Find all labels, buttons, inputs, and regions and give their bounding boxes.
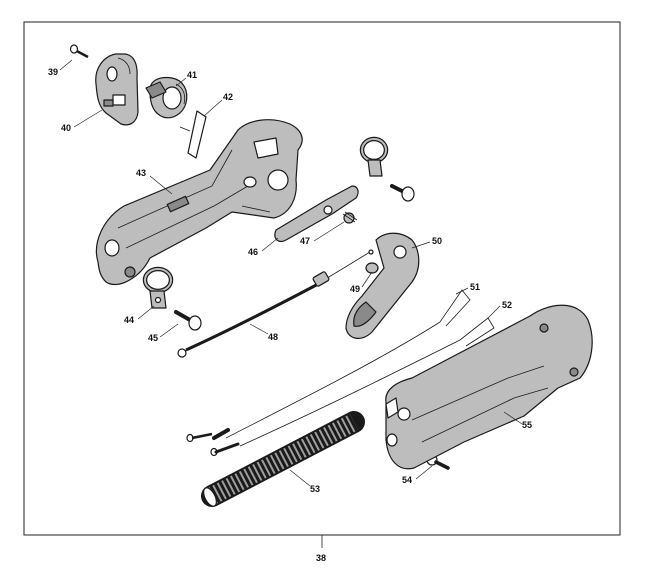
label-40: 40 bbox=[61, 123, 71, 133]
part-55-handle-half bbox=[385, 304, 593, 470]
leader-lines bbox=[59, 59, 523, 487]
part-44-clamp bbox=[142, 266, 174, 309]
label-49: 49 bbox=[350, 284, 360, 294]
label-46: 46 bbox=[248, 247, 258, 257]
part-labels: 39 40 41 42 43 44 45 46 47 48 49 50 51 5… bbox=[48, 67, 532, 563]
part-48-throttle-cable bbox=[177, 249, 374, 358]
part-45-screw bbox=[174, 310, 202, 331]
label-45: 45 bbox=[148, 333, 158, 343]
label-42: 42 bbox=[223, 92, 233, 102]
part-42-wire-rod bbox=[187, 110, 207, 159]
part-49-cap bbox=[365, 262, 379, 274]
part-50-trigger bbox=[345, 232, 420, 339]
label-51: 51 bbox=[470, 282, 480, 292]
label-39: 39 bbox=[48, 67, 58, 77]
label-55: 55 bbox=[522, 420, 532, 430]
part-52-wire bbox=[210, 317, 495, 457]
part-51-wire bbox=[186, 289, 471, 443]
label-47: 47 bbox=[300, 236, 310, 246]
label-53: 53 bbox=[310, 484, 320, 494]
label-43: 43 bbox=[136, 168, 146, 178]
part-41-cap bbox=[145, 76, 188, 119]
assembly-label-38: 38 bbox=[316, 553, 326, 563]
part-46-lever bbox=[274, 185, 359, 243]
part-47-spring bbox=[342, 211, 358, 224]
label-44: 44 bbox=[124, 315, 134, 325]
label-52: 52 bbox=[502, 300, 512, 310]
label-48: 48 bbox=[268, 332, 278, 342]
part-39-screw bbox=[69, 44, 89, 59]
upper-clamp-with-screw bbox=[359, 136, 415, 202]
label-50: 50 bbox=[432, 236, 442, 246]
part-42-hook bbox=[179, 126, 191, 132]
part-43-handle-half bbox=[95, 119, 303, 286]
part-53-corrugated-tube bbox=[201, 411, 365, 507]
label-41: 41 bbox=[187, 70, 197, 80]
part-40-cover-plate bbox=[95, 53, 139, 126]
label-54: 54 bbox=[402, 475, 412, 485]
